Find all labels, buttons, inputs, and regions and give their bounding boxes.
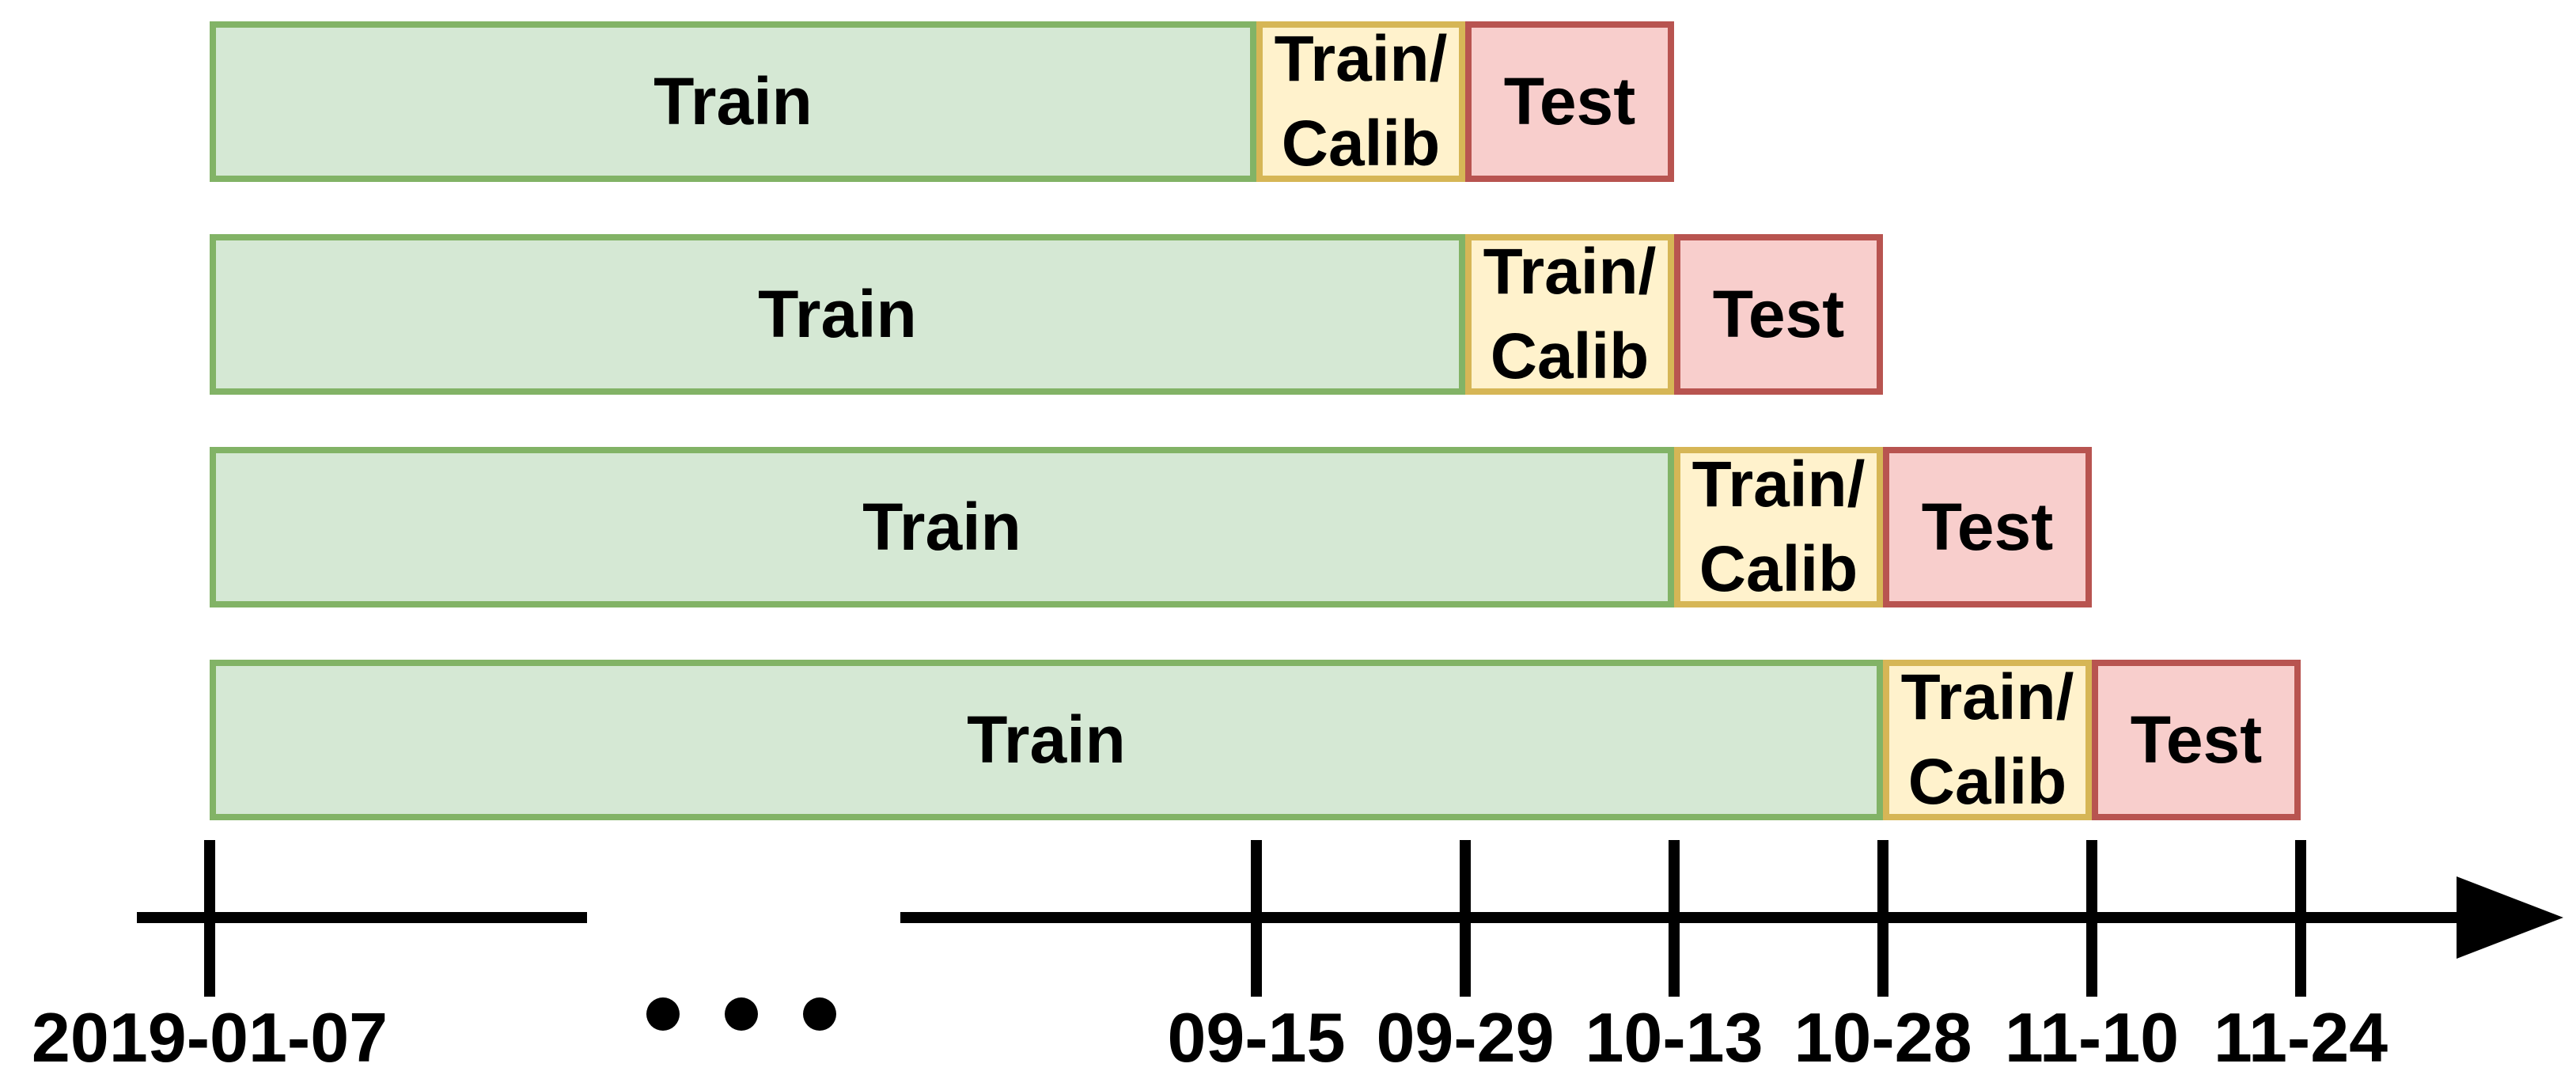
train-calib-segment: Train/ Calib [1465,234,1674,395]
axis-line-segment-left [137,912,587,923]
train-segment: Train [210,447,1674,607]
tick-label: 10-28 [1794,998,1972,1077]
axis-tick [204,840,215,997]
break-dot-icon [725,997,758,1031]
train-segment: Train [210,21,1256,182]
axis-tick [1877,840,1888,997]
test-segment: Test [1674,234,1883,395]
break-dot-icon [646,997,680,1031]
tick-label: 09-15 [1167,998,1346,1077]
axis-tick [1251,840,1262,997]
test-segment: Test [1883,447,2092,607]
axis-tick [2086,840,2097,997]
train-calib-segment: Train/ Calib [1883,660,2092,820]
axis-line-segment-right [900,912,2460,923]
axis-tick [1669,840,1680,997]
test-segment: Test [1465,21,1674,182]
tick-label: 11-10 [2004,998,2180,1077]
axis-tick [1460,840,1471,997]
train-segment: Train [210,660,1883,820]
test-segment: Test [2092,660,2301,820]
axis-tick [2295,840,2306,997]
axis-arrowhead-icon [2457,876,2563,959]
train-calib-segment: Train/ Calib [1674,447,1883,607]
tick-label: 09-29 [1376,998,1555,1077]
break-dot-icon [803,997,836,1031]
tick-label: 10-13 [1585,998,1763,1077]
train-segment: Train [210,234,1465,395]
tick-label: 11-24 [2213,998,2388,1077]
tick-label: 2019-01-07 [31,998,388,1077]
train-calib-segment: Train/ Calib [1256,21,1465,182]
